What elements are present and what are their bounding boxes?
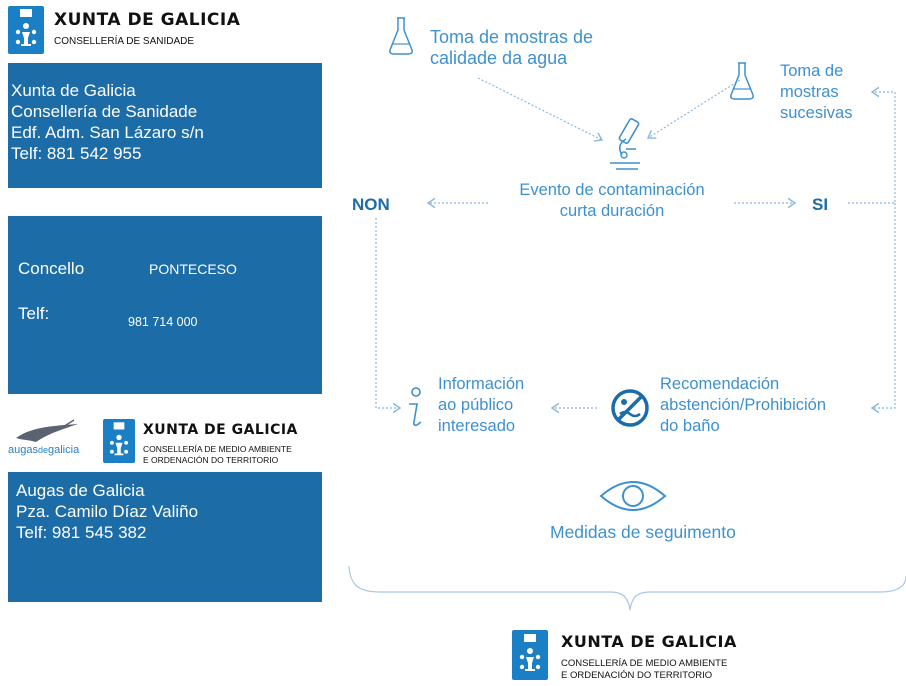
contact-line: Consellería de Sanidade — [11, 102, 198, 121]
sanidade-contact-box: Xunta de Galicia Consellería de Sanidade… — [8, 63, 322, 188]
org-name: XUNTA DE GALICIA — [143, 422, 298, 438]
flow-text-line: Toma de — [780, 62, 844, 80]
augas-logo-text: de — [37, 445, 48, 455]
flow-text-line: calidade da agua — [430, 48, 568, 68]
info-person-icon — [403, 386, 425, 435]
department-line: E ORDENACIÓN DO TERRITORIO — [561, 670, 713, 681]
yes-branch-label: SI — [812, 195, 829, 214]
department-line: CONSELLERÍA DE MEDIO AMBIENTE — [143, 444, 292, 454]
bottom-brace — [348, 565, 906, 611]
flask-icon — [729, 60, 755, 107]
flow-text-line: Recomendación — [660, 375, 780, 393]
telf-label: Telf: — [18, 304, 50, 323]
no-branch-label: NON — [352, 195, 390, 214]
sampling-water-quality-label: Toma de mostras de calidade da agua — [430, 27, 593, 69]
department-name: CONSELLERÍA DE SANIDADE — [54, 36, 195, 47]
contact-line: Xunta de Galicia — [11, 81, 136, 100]
department-line: E ORDENACIÓN DO TERRITORIO — [143, 455, 279, 465]
microscope-icon — [602, 115, 646, 176]
bathing-recommendation-label: Recomendación abstención/Prohibición do … — [660, 374, 826, 437]
flow-text-line: ao público — [438, 396, 514, 414]
flask-icon — [388, 16, 414, 61]
xunta-crest-icon — [512, 630, 548, 680]
no-swimming-icon — [610, 388, 650, 433]
augas-contact-box: Augas de Galicia Pza. Camilo Díaz Valiño… — [8, 472, 322, 602]
flow-text-line: curta duración — [559, 202, 665, 220]
augas-logo-text: augas — [8, 444, 38, 456]
contamination-event-label: Evento de contaminación curta duración — [496, 180, 728, 222]
augas-logo-icon: augasdegalicia — [8, 418, 98, 460]
flow-text-line: sucesivas — [780, 104, 853, 122]
org-name: XUNTA DE GALICIA — [561, 632, 737, 651]
contact-line: Telf: 881 542 955 — [11, 144, 142, 163]
contact-line: Augas de Galicia — [16, 481, 145, 500]
flow-text-line: do baño — [660, 417, 720, 435]
concello-value: PONTECESO — [149, 261, 237, 277]
telf-value: 981 714 000 — [128, 315, 198, 329]
contact-line: Pza. Camilo Díaz Valiño — [16, 502, 199, 521]
flow-text-line: Toma de mostras de — [430, 27, 594, 47]
public-information-label: Información ao público interesado — [438, 374, 524, 437]
concello-contact-box: Concello PONTECESO Telf: 981 714 000 — [8, 216, 322, 394]
flow-text-line: interesado — [438, 417, 516, 435]
contact-line: Edf. Adm. San Lázaro s/n — [11, 123, 204, 142]
follow-up-measures-label: Medidas de seguimento — [550, 522, 736, 542]
contact-line: Telf: 981 545 382 — [16, 523, 147, 542]
concello-label: Concello — [18, 259, 85, 278]
xunta-crest-icon — [8, 6, 44, 54]
flow-text-line: Información — [438, 375, 525, 393]
department-line: CONSELLERÍA DE MEDIO AMBIENTE — [561, 658, 728, 669]
successive-sampling-label: Toma de mostras sucesivas — [780, 61, 852, 124]
flow-text-line: mostras — [780, 83, 839, 101]
org-name: XUNTA DE GALICIA — [54, 10, 241, 30]
augas-logo-text: galicia — [48, 444, 80, 456]
eye-icon — [598, 474, 668, 523]
xunta-crest-icon — [103, 419, 135, 463]
flow-text-line: Evento de contaminación — [519, 181, 705, 199]
flow-text-line: abstención/Prohibición — [660, 396, 827, 414]
